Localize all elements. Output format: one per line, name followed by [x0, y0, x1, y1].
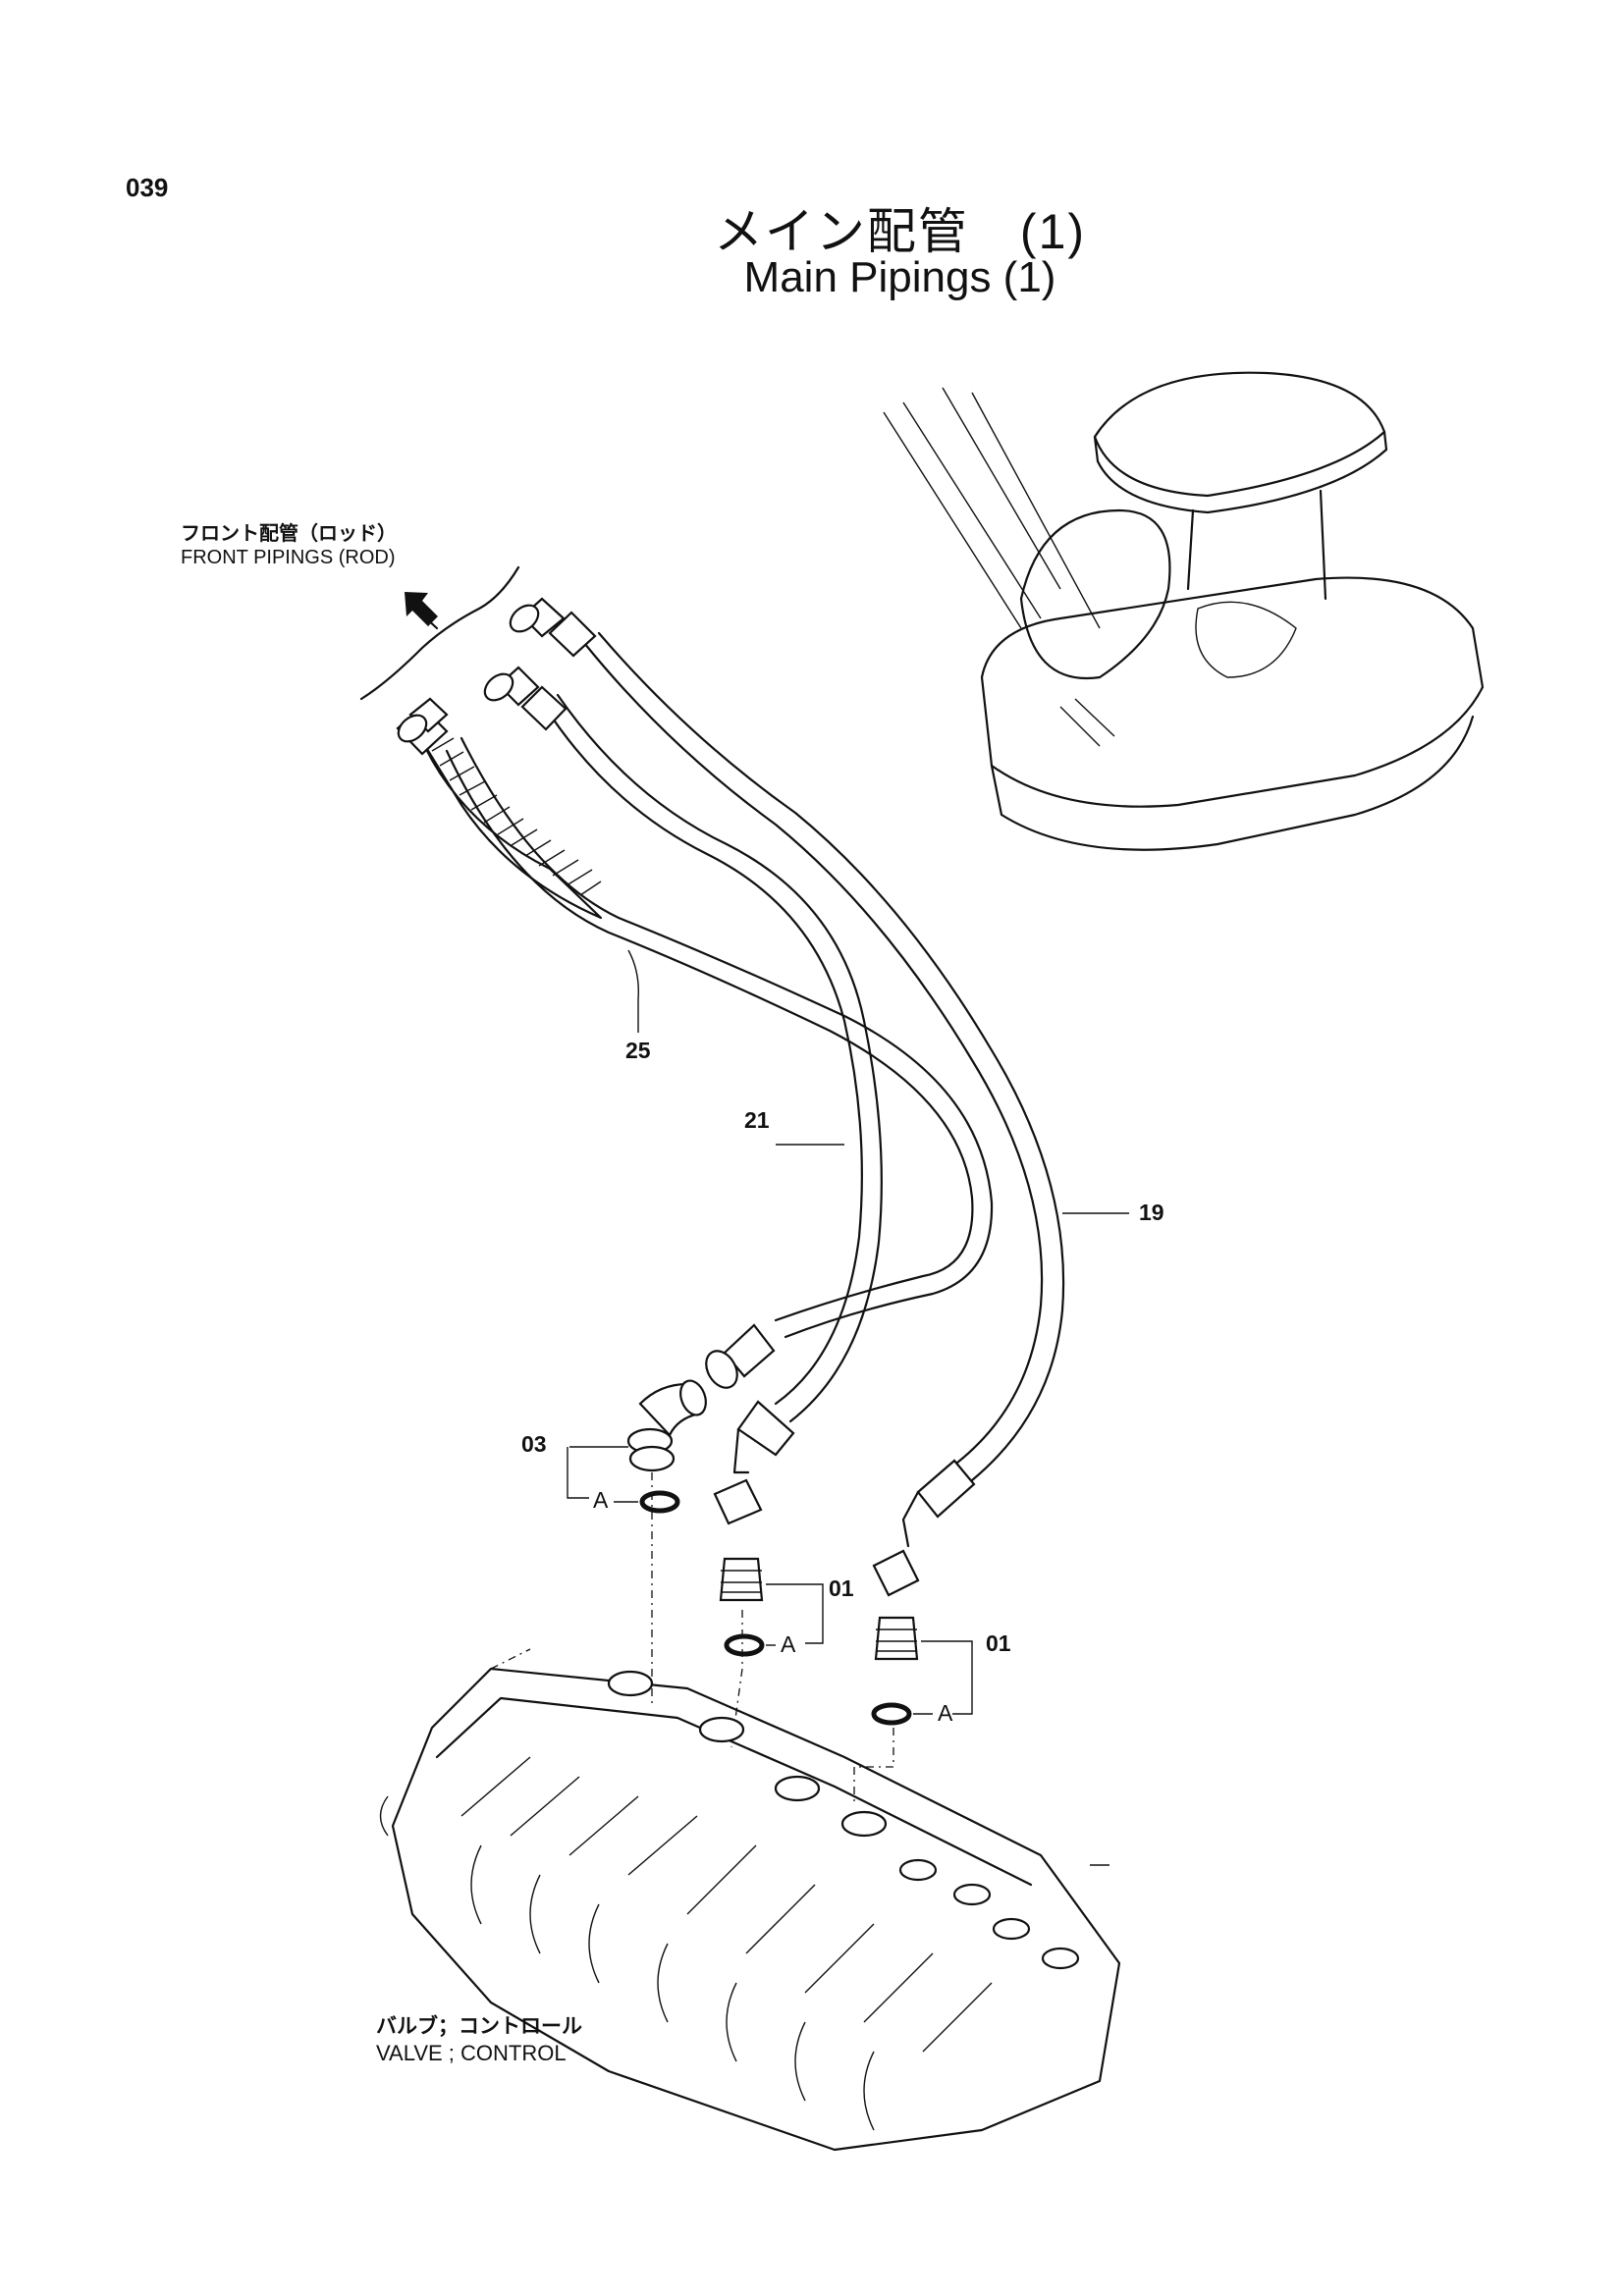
elbow-fitting-03: [567, 1323, 776, 1499]
spiral-guard: [420, 737, 603, 920]
front-pipings-label-ja: フロント配管（ロッド）: [181, 523, 397, 545]
control-valve-body: [379, 1667, 1121, 2152]
front-pipings-label-en: FRONT PIPINGS (ROD): [181, 547, 396, 568]
connector-01-right: [874, 1616, 973, 1715]
page-title-english: Main Pipings (1): [743, 253, 1056, 301]
machine-overview: [883, 371, 1485, 851]
arrow-up-left-icon: [405, 592, 438, 626]
connector-01-middle: [719, 1557, 824, 1644]
hose-25: [396, 697, 994, 1339]
part-number-21: 21: [744, 1107, 770, 1133]
o-ring-right: [871, 1702, 933, 1726]
callout-a-left: A: [593, 1487, 609, 1513]
valve-control-label-en: VALVE ; CONTROL: [376, 2041, 567, 2065]
part-number-25: 25: [625, 1038, 651, 1063]
valve-control-label-ja: バルブ；コントロール: [376, 2015, 582, 2038]
o-ring-left: [614, 1490, 680, 1514]
callout-a-right: A: [938, 1700, 953, 1726]
callout-a-middle: A: [781, 1631, 796, 1657]
part-number-03: 03: [521, 1431, 547, 1457]
assembly-lines: [490, 1472, 894, 1806]
page-number: 039: [126, 173, 169, 202]
hose-21: [483, 666, 883, 1525]
hose-19: [509, 597, 1129, 1597]
part-number-01-middle: 01: [829, 1575, 854, 1601]
o-ring-middle: [724, 1633, 776, 1657]
part-number-19: 19: [1139, 1200, 1164, 1225]
part-number-01-right: 01: [986, 1630, 1011, 1656]
page-title-japanese: メイン配管 (1): [713, 204, 1087, 259]
